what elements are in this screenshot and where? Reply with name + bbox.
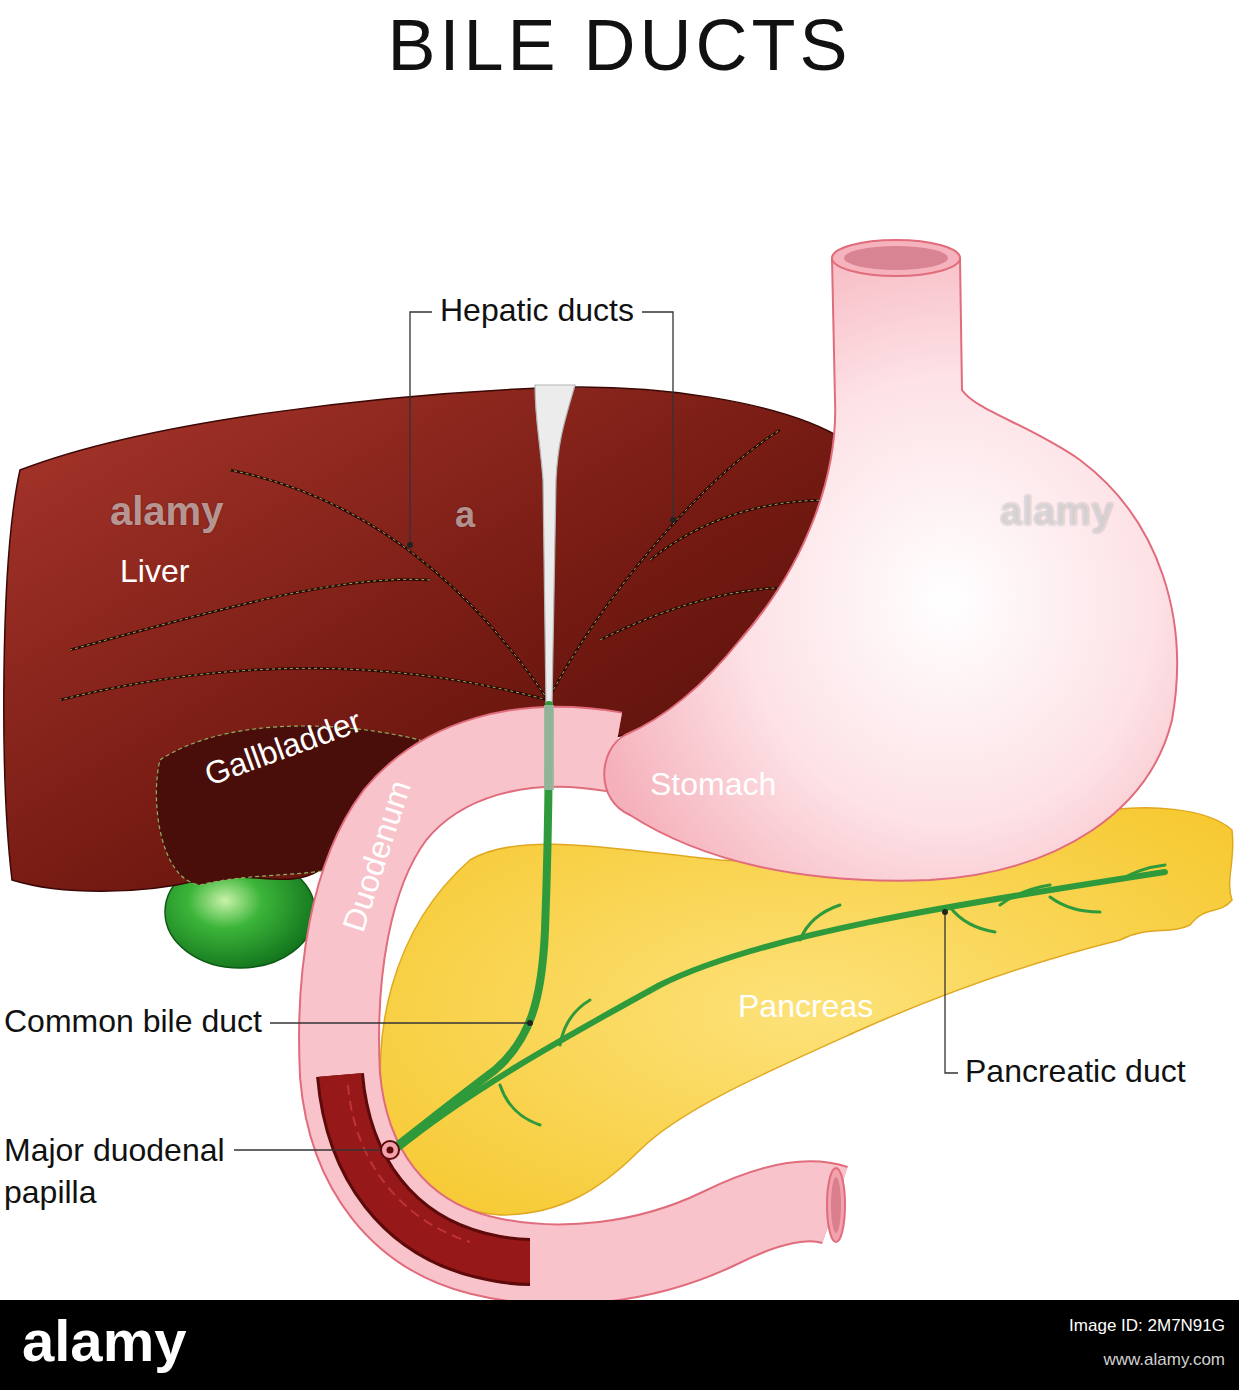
hepatic-duct-branch bbox=[230, 470, 548, 700]
duct-branch bbox=[800, 905, 840, 940]
leader-line bbox=[945, 912, 958, 1073]
duct-branch bbox=[1050, 897, 1100, 912]
organ-label: Duodenum bbox=[335, 776, 418, 936]
hepatic-duct-branch bbox=[230, 470, 548, 700]
duodenum-lumen bbox=[340, 1075, 530, 1262]
falciform-ligament bbox=[535, 385, 575, 705]
esophagus-opening bbox=[832, 240, 960, 276]
duct-branch bbox=[1120, 865, 1165, 880]
watermark: alamy bbox=[110, 488, 223, 534]
part-label: Major duodenal papilla bbox=[4, 1129, 244, 1213]
watermark: alamy bbox=[1000, 488, 1113, 534]
hepatic-duct-branch bbox=[60, 668, 548, 700]
organ-label: Gallbladder bbox=[200, 703, 366, 794]
leader-line bbox=[270, 1022, 529, 1023]
duodenum-opening bbox=[827, 1168, 845, 1242]
common-bile-duct bbox=[394, 705, 549, 1148]
pancreatic-duct-tree bbox=[396, 865, 1165, 1150]
part-label: Pancreatic duct bbox=[965, 1053, 1186, 1090]
hepatic-duct-branch bbox=[70, 579, 430, 650]
duct-branch bbox=[1000, 885, 1050, 905]
papilla-symbol bbox=[387, 1147, 394, 1154]
duodenum-opening bbox=[831, 1177, 841, 1233]
watermark: a bbox=[455, 494, 475, 535]
image-id: Image ID: 2M7N91G bbox=[1069, 1316, 1225, 1336]
hepatic-duct-branch bbox=[70, 579, 430, 650]
esophagus-opening bbox=[844, 246, 948, 270]
part-label: Hepatic ducts bbox=[440, 292, 634, 329]
part-label: Common bile duct bbox=[4, 1003, 262, 1040]
watermark-banner bbox=[0, 1300, 1239, 1390]
hepatic-duct-tree bbox=[60, 430, 830, 700]
leader-dot bbox=[407, 542, 413, 548]
duct-branch bbox=[950, 907, 995, 932]
diagram-title: BILE DUCTS bbox=[0, 4, 1239, 87]
hepatic-duct-branch bbox=[60, 668, 548, 700]
duct-behind-duodenum bbox=[544, 705, 554, 790]
organ-label: Liver bbox=[120, 553, 189, 590]
leader-dots bbox=[407, 517, 948, 1026]
leader-line bbox=[642, 312, 673, 520]
organ-label: Pancreas bbox=[738, 988, 873, 1025]
stomach-shape bbox=[604, 258, 1177, 881]
leader-line bbox=[410, 312, 432, 545]
leader-line bbox=[234, 1149, 380, 1150]
pancreatic-duct bbox=[396, 872, 1165, 1150]
watermark-url: www.alamy.com bbox=[1103, 1350, 1225, 1370]
leader-dot bbox=[670, 517, 676, 523]
duodenum-cut-rim bbox=[340, 1075, 530, 1262]
papilla-symbol bbox=[381, 1141, 399, 1159]
duct-branch bbox=[560, 1000, 590, 1045]
leader-dot bbox=[942, 909, 948, 915]
duct-branch bbox=[500, 1085, 540, 1125]
organ-label: Stomach bbox=[650, 766, 776, 803]
leader-dot bbox=[527, 1020, 533, 1026]
watermark-logo: alamy bbox=[22, 1308, 186, 1375]
